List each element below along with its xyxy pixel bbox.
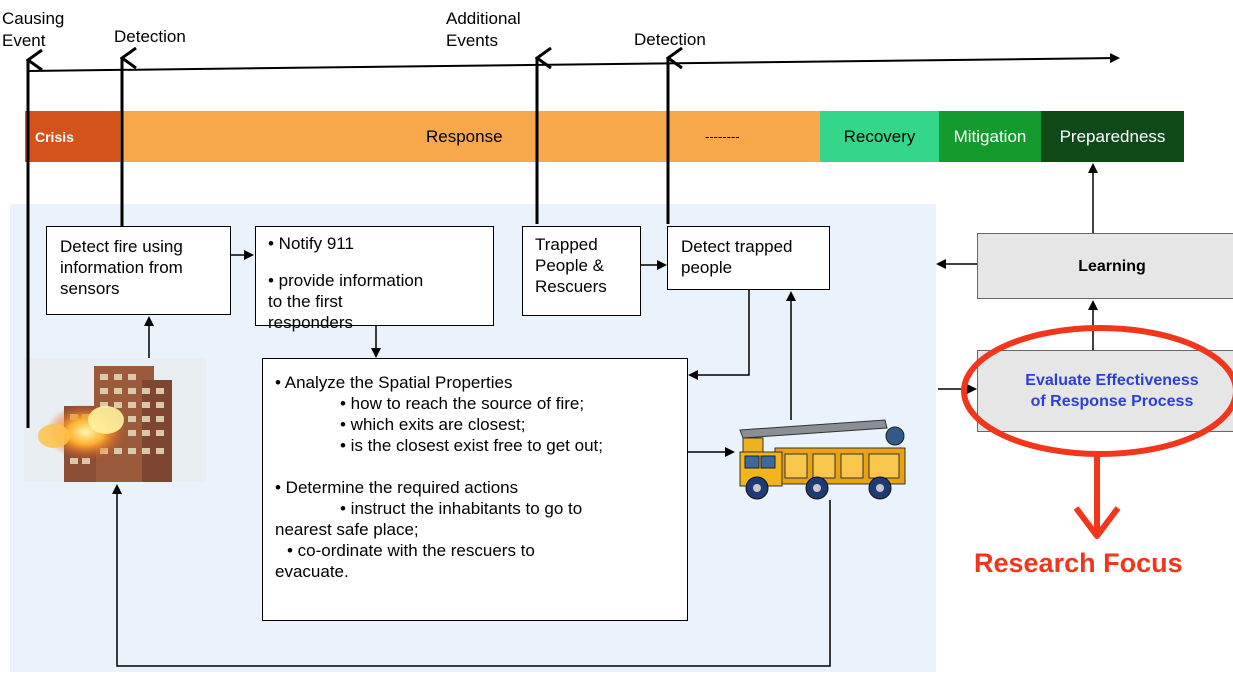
causing-event-label: Causing Event — [2, 9, 65, 50]
evaluate-box: Evaluate Effectiveness of Response Proce… — [977, 350, 1233, 432]
analyze-box: • Analyze the Spatial Properties • how t… — [262, 358, 688, 621]
timeline-axis — [27, 53, 1120, 72]
phase-response-dashes: -------- — [705, 129, 740, 144]
phase-mitigation: Mitigation — [939, 111, 1041, 162]
additional-events-label: Additional Events — [446, 9, 521, 50]
research-focus-ellipse — [961, 325, 1233, 457]
detect-fire-box: Detect fire using information from senso… — [46, 226, 231, 315]
fire-truck-illustration — [739, 419, 906, 500]
research-focus-arrowhead — [1073, 506, 1121, 539]
burning-building-illustration — [24, 358, 206, 482]
research-focus-label: Research Focus — [974, 548, 1183, 578]
detection-label-1: Detection — [114, 27, 186, 46]
phase-response: Response -------- — [120, 111, 820, 162]
phase-crisis: Crisis — [25, 111, 120, 162]
learning-box: Learning — [977, 233, 1233, 299]
notify-box: • Notify 911 • provide information to th… — [255, 226, 494, 332]
trapped-people-box: Trapped People & Rescuers — [522, 226, 641, 316]
phase-preparedness: Preparedness — [1041, 111, 1184, 162]
phase-response-label: Response — [426, 126, 503, 146]
detect-trapped-box: Detect trapped people — [667, 226, 830, 290]
detection-label-2: Detection — [634, 30, 706, 49]
phase-recovery: Recovery — [820, 111, 939, 162]
